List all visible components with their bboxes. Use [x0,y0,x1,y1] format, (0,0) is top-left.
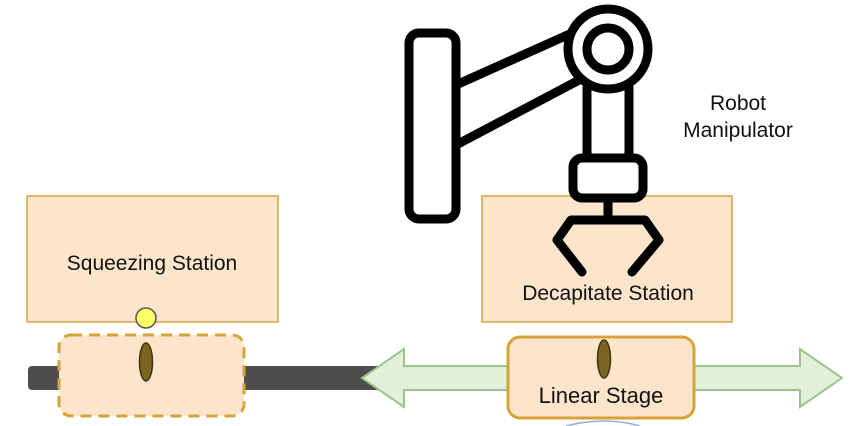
robot-gripper [552,193,664,277]
decapitate-station-label: Decapitate Station [522,282,694,305]
partial-arc [565,420,641,426]
robot-base [404,28,461,224]
robot-label-line2: Manipulator [683,119,793,142]
robot-manipulator-icon [404,4,664,277]
robot-joint-inner [582,23,634,75]
sample-tube-ghost [138,342,154,382]
squeezing-station-box [26,195,279,323]
stage-ghost-position [57,333,246,418]
robot-label-line1: Robot [710,92,766,115]
squeezing-station-label: Squeezing Station [67,252,237,275]
sample-tube [596,339,612,379]
linear-stage-box [506,335,696,420]
robot-wrist [568,153,648,203]
sensor-dot [135,307,157,329]
linear-stage-label: Linear Stage [539,383,664,408]
